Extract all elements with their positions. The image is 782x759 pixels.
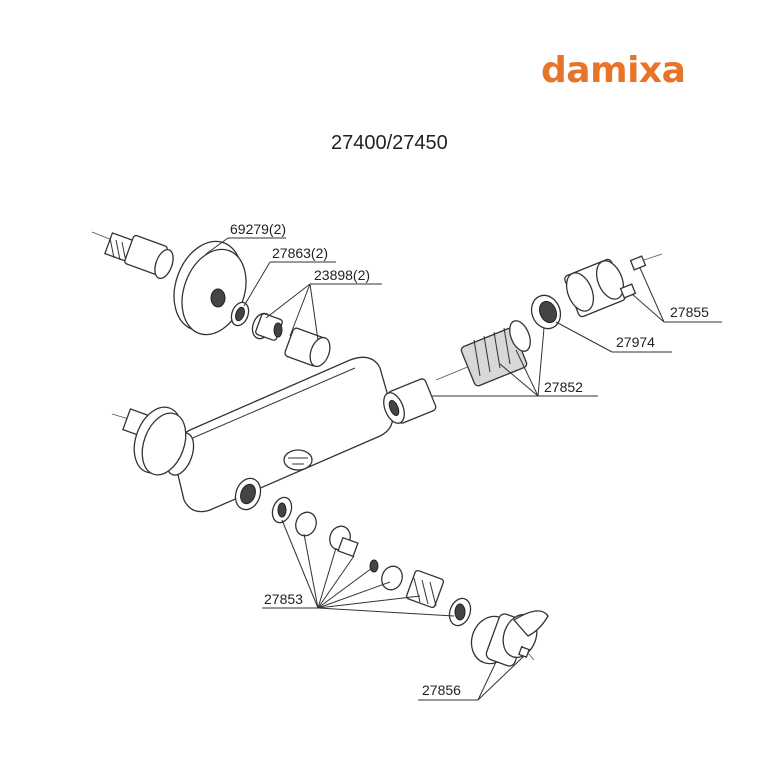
callout-23898: 23898(2) (265, 267, 382, 341)
callout-27852: 27852 (432, 327, 598, 397)
mixer-body (165, 356, 394, 513)
brand-logo: damixa (541, 50, 686, 91)
label-27853: 27853 (264, 591, 303, 607)
check-valve-pieces (251, 312, 331, 368)
callout-27863: 27863(2) (243, 245, 336, 307)
label-27855: 27855 (670, 304, 709, 320)
label-27863: 27863(2) (272, 245, 328, 261)
inlet-left-lower (111, 406, 187, 476)
label-27856: 27856 (422, 682, 461, 698)
cartridge-nut (564, 258, 637, 318)
callout-69279: 69279(2) (205, 221, 286, 255)
label-69279: 69279(2) (230, 221, 286, 237)
model-number: 27400/27450 (331, 132, 448, 154)
callout-27974: 27974 (555, 321, 672, 353)
sleeve-cylinder (383, 378, 437, 424)
thermo-cartridge (435, 320, 531, 387)
callout-27856: 27856 (418, 655, 525, 701)
set-screw (629, 253, 663, 271)
washer-ring (230, 301, 250, 327)
label-27852: 27852 (544, 379, 583, 395)
handle-knob (470, 610, 549, 667)
callout-27853: 27853 (262, 519, 455, 617)
cover-escutcheon-top (173, 240, 247, 336)
callout-27855: 27855 (631, 267, 722, 323)
label-23898: 23898(2) (314, 267, 370, 283)
cartridge-ring (530, 294, 562, 330)
label-27974: 27974 (616, 334, 655, 350)
inlet-connector-top (91, 231, 174, 280)
valve-stack-lower (271, 496, 472, 627)
